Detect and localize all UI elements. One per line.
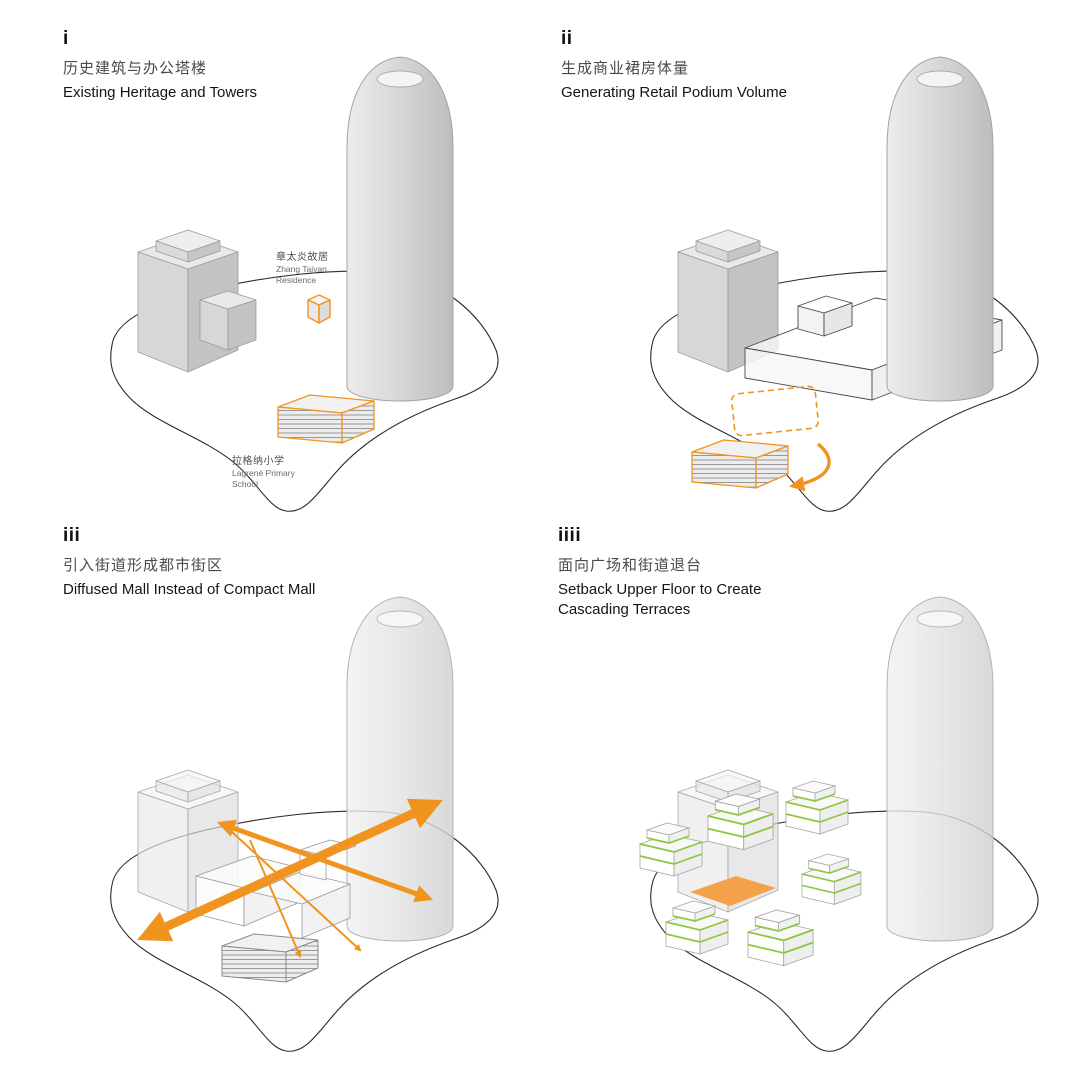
panel-1-numeral: i [63, 28, 69, 49]
school-label-zh: 拉格纳小学 [232, 456, 285, 467]
panel-4-title-en-line1: Setback Upper Floor to Create [558, 581, 762, 598]
terrace-building [785, 780, 849, 835]
panel-2-numeral: ii [561, 28, 573, 49]
central-plaza [690, 876, 776, 906]
panel-3-header: iii 引入街道形成都市街区 Diffused Mall Instead of … [63, 525, 403, 600]
school-label-en-line1: Lagrené Primary [232, 468, 295, 478]
heritage-residence [307, 294, 331, 324]
office-tower [137, 229, 257, 373]
school-building [221, 933, 319, 983]
residence-label-zh: 章太炎故居 [276, 252, 329, 263]
school-label: 拉格纳小学 Lagrené Primary School [232, 452, 295, 490]
residence-label-en-line2: Residence [276, 275, 317, 286]
panel-2-title-en: Generating Retail Podium Volume [561, 84, 787, 101]
school-building [277, 394, 375, 444]
panel-3-title-en: Diffused Mall Instead of Compact Mall [63, 581, 316, 598]
panel-4-title-en-line2: Cascading Terraces [558, 601, 691, 619]
main-tower [886, 56, 994, 402]
panel-4-header: iiii 面向广场和街道退台 Setback Upper Floor to Cr… [558, 525, 898, 621]
main-tower [346, 56, 454, 402]
main-tower [886, 596, 994, 942]
office-tower [677, 229, 779, 373]
street-flow-arrows [137, 798, 443, 958]
panel-3-drawing [110, 596, 499, 1052]
school-label-en-line2: School [232, 479, 258, 490]
panel-3-numeral: iii [63, 525, 81, 546]
panel-2-drawing [650, 56, 1039, 512]
cross-street-arrow [216, 819, 434, 903]
panel-1-drawing [110, 56, 499, 512]
relocation-dashed-outline [730, 385, 820, 437]
panel-1-title-zh: 历史建筑与办公塔楼 [63, 60, 208, 77]
residence-label: 章太炎故居 Zhang Taiyan Residence [276, 248, 329, 286]
panel-4-drawing [639, 596, 1039, 1052]
lane-arrow [249, 839, 302, 958]
school-building [691, 439, 789, 489]
panel-1-title-en: Existing Heritage and Towers [63, 84, 257, 101]
panel-4-title-zh: 面向广场和街道退台 [558, 557, 703, 574]
lane-arrow [231, 831, 362, 952]
panel-1-header: i 历史建筑与办公塔楼 Existing Heritage and Towers [63, 28, 403, 103]
panel-2-title-zh: 生成商业裙房体量 [561, 60, 690, 77]
panel-3-title-zh: 引入街道形成都市街区 [63, 557, 224, 574]
residence-label-en-line1: Zhang Taiyan [276, 264, 327, 274]
panel-4-numeral: iiii [558, 525, 582, 546]
relocation-arrow [788, 442, 831, 492]
panel-2-header: ii 生成商业裙房体量 Generating Retail Podium Vol… [561, 28, 901, 103]
